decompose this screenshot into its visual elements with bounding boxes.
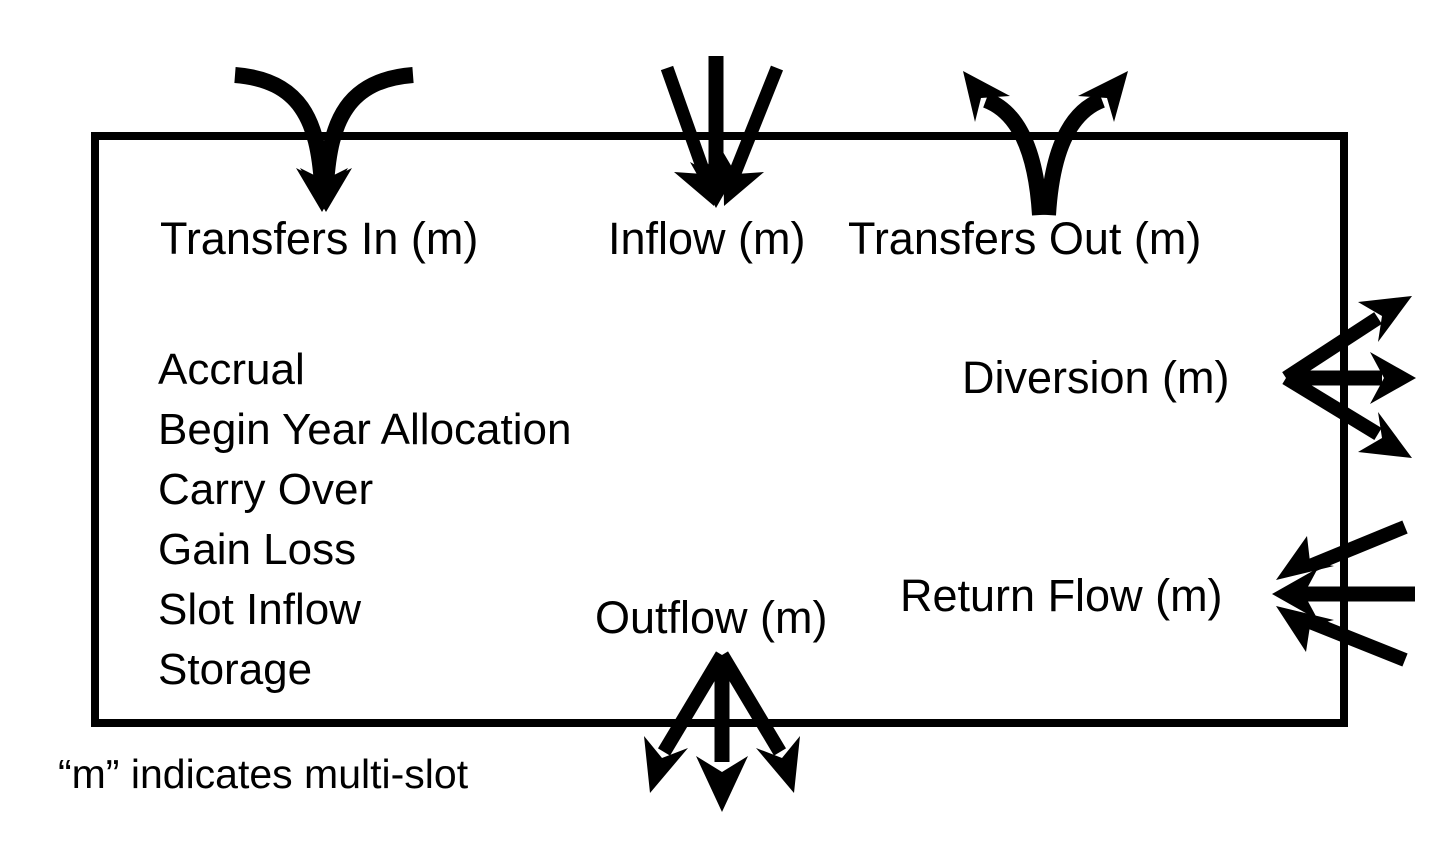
label-transfers-in: Transfers In (m) <box>160 213 479 264</box>
slot-list-item: Begin Year Allocation <box>158 405 572 454</box>
label-return-flow: Return Flow (m) <box>900 570 1223 621</box>
transfers-out-arrow-group <box>963 71 1128 216</box>
account-box <box>91 132 1348 727</box>
outflow-arrow-center-head <box>696 756 748 812</box>
return-flow-arrow-upper-shaft <box>1307 520 1408 573</box>
outflow-arrow-right-head <box>756 736 800 793</box>
label-outflow: Outflow (m) <box>595 592 828 643</box>
inflow-arrow-right-shaft <box>726 65 784 181</box>
transfers-in-arrow-right-head <box>300 168 352 212</box>
inflow-arrow-left-shaft <box>660 65 713 181</box>
outflow-arrow-left-shaft <box>657 651 729 756</box>
label-inflow: Inflow (m) <box>608 213 806 264</box>
slot-list-item: Gain Loss <box>158 525 357 574</box>
multi-slot-note: “m” indicates multi-slot <box>58 751 469 797</box>
transfers-out-arrow-right-head <box>1078 71 1128 122</box>
diversion-arrow-mid-head <box>1370 352 1416 404</box>
outflow-arrow-right-shaft <box>715 651 787 756</box>
transfers-in-arrow-left-shaft <box>234 67 330 186</box>
slot-list-item: Storage <box>158 645 313 694</box>
outflow-arrow-left-head <box>644 736 688 793</box>
outflow-arrow-group <box>644 651 800 812</box>
return-flow-arrow-upper-head <box>1276 536 1334 580</box>
slot-list-item: Accrual <box>158 345 305 394</box>
transfers-in-arrow-right-shaft <box>318 67 414 186</box>
slot-list-item: Slot Inflow <box>158 585 361 634</box>
transfers-out-arrow-left-head <box>963 71 1010 122</box>
slot-list-item: Carry Over <box>158 465 374 514</box>
diversion-arrow-up-shaft <box>1282 312 1382 384</box>
return-flow-arrow-lower-head <box>1276 606 1334 652</box>
diversion-arrow-up-head <box>1358 296 1412 342</box>
return-flow-arrow-mid-head <box>1272 568 1318 620</box>
transfers-in-arrow-group <box>234 67 414 212</box>
inflow-arrow-right-head <box>723 152 764 206</box>
return-flow-arrow-lower-shaft <box>1307 615 1408 667</box>
diversion-arrow-down-shaft <box>1282 372 1382 440</box>
return-flow-arrow-group <box>1272 520 1415 667</box>
diversion-arrow-group <box>1282 296 1416 458</box>
label-diversion: Diversion (m) <box>962 352 1230 403</box>
transfers-out-arrow-right-shaft <box>1040 92 1106 216</box>
inflow-arrow-group <box>660 56 784 208</box>
inflow-arrow-left-head <box>674 151 715 206</box>
label-transfers-out: Transfers Out (m) <box>848 213 1202 264</box>
transfers-out-arrow-left-shaft <box>982 92 1048 216</box>
diversion-arrow-down-head <box>1358 412 1412 458</box>
